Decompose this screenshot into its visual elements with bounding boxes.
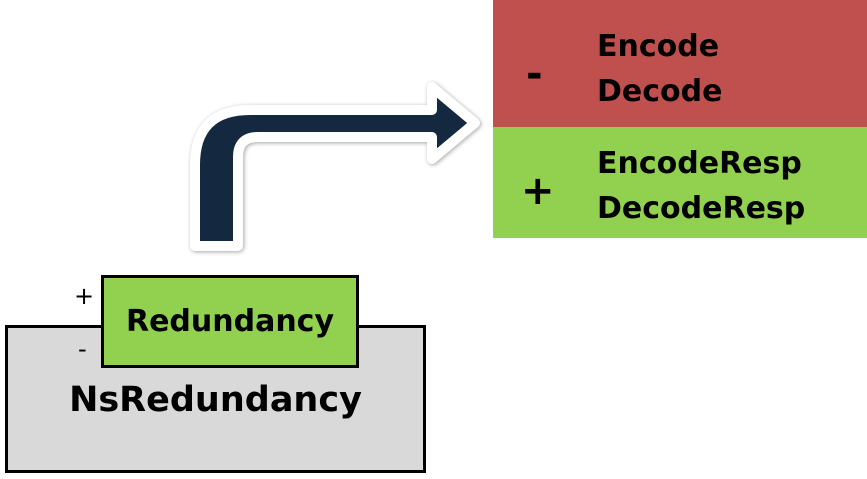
method-encode: Encode bbox=[597, 29, 720, 64]
added-methods-list: EncodeResp DecodeResp bbox=[597, 141, 805, 231]
method-decode-resp: DecodeResp bbox=[597, 191, 806, 226]
added-methods-panel: + EncodeResp DecodeResp bbox=[493, 127, 867, 238]
plus-marker: + bbox=[74, 282, 95, 310]
removed-methods-panel: - Encode Decode bbox=[493, 0, 867, 127]
removed-methods-list: Encode Decode bbox=[597, 24, 722, 114]
redundancy-box: Redundancy bbox=[101, 275, 359, 368]
method-decode: Decode bbox=[597, 74, 723, 109]
ns-redundancy-label: NsRedundancy bbox=[69, 380, 362, 420]
redundancy-label: Redundancy bbox=[125, 304, 335, 339]
minus-marker: - bbox=[78, 335, 87, 363]
plus-sign: + bbox=[521, 168, 555, 214]
method-encode-resp: EncodeResp bbox=[597, 146, 802, 181]
minus-sign: - bbox=[526, 51, 543, 97]
